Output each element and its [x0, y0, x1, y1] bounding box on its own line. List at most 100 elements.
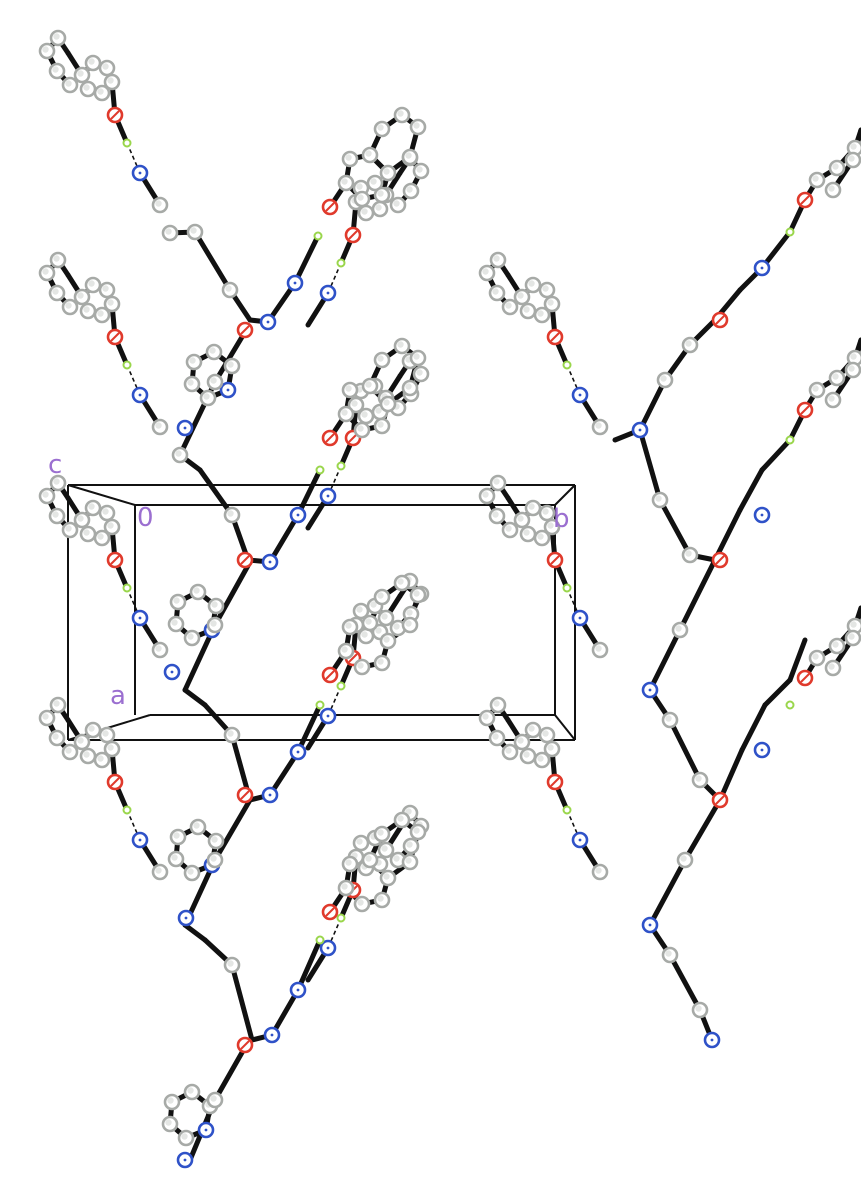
carbon-atom-shade [832, 641, 839, 648]
nitrogen-atom [263, 1026, 281, 1044]
carbon-atom-shade [356, 838, 363, 845]
carbon-atom-shade [685, 340, 692, 347]
nitrogen-atom-mark [266, 320, 270, 324]
carbon-atom [341, 381, 359, 399]
carbon-atom-shade [850, 353, 857, 360]
hydrogen-atom [122, 138, 132, 148]
nitrogen-atom-mark [326, 291, 330, 295]
covalent-bond [657, 497, 693, 558]
carbon-atom [671, 621, 689, 639]
oxygen-atom [236, 786, 254, 804]
carbon-atom [828, 369, 846, 387]
carbon-atom-shade [492, 511, 499, 518]
carbon-atom-shade [537, 755, 544, 762]
carbon-atom-shade [227, 510, 234, 517]
carbon-atom [103, 518, 121, 536]
carbon-atom-shade [97, 310, 104, 317]
carbon-atom [379, 869, 397, 887]
carbon-atom-shade [381, 613, 388, 620]
oxygen-atom-mark [240, 555, 250, 565]
carbon-atom [48, 729, 66, 747]
carbon-atom-shade [88, 725, 95, 732]
nitrogen-atom [319, 284, 337, 302]
carbon-atom-shade [655, 495, 662, 502]
nitrogen-atom [131, 609, 149, 627]
carbon-atom [61, 298, 79, 316]
carbon-atom-shade [377, 895, 384, 902]
carbon-atom [98, 504, 116, 522]
carbon-atom-shade [52, 733, 59, 740]
carbon-atom-shade [107, 522, 114, 529]
hydrogen-bond [126, 587, 141, 619]
carbon-atom [681, 546, 699, 564]
covalent-bond [197, 467, 235, 518]
nitrogen-atom [319, 707, 337, 725]
carbon-atom [524, 276, 542, 294]
carbon-atom [661, 946, 679, 964]
nitrogen-atom [571, 831, 589, 849]
carbon-atom [161, 224, 179, 242]
carbon-atom-shade [211, 836, 218, 843]
carbon-atom-shade [393, 855, 400, 862]
oxygen-atom-mark [550, 332, 560, 342]
carbon-atom-shade [375, 407, 382, 414]
carbon-atom [519, 525, 537, 543]
carbon-atom-shade [155, 645, 162, 652]
hydrogen-atom [785, 435, 795, 445]
covalent-bond [182, 687, 208, 708]
carbon-atom-shade [383, 873, 390, 880]
nitrogen-atom-mark [296, 988, 300, 992]
carbon-atom-shade [365, 150, 372, 157]
carbon-atom-shade [660, 375, 667, 382]
carbon-atom [185, 353, 203, 371]
covalent-bond [212, 559, 253, 628]
nitrogen-atom-mark [183, 1158, 187, 1162]
carbon-atom [207, 832, 225, 850]
oxygen-atom-mark [240, 790, 250, 800]
carbon-atom-shade [405, 152, 412, 159]
hydrogen-atom [336, 258, 346, 268]
carbon-atom-shade [528, 725, 535, 732]
carbon-atom [366, 174, 384, 192]
carbon-atom [393, 337, 411, 355]
carbon-atom [377, 841, 395, 859]
carbon-atom-shade [65, 525, 72, 532]
carbon-atom-shade [97, 88, 104, 95]
carbon-atom-shade [351, 400, 358, 407]
hydrogen-bond [566, 587, 581, 619]
carbon-atom-shade [482, 713, 489, 720]
nitrogen-atom-mark [648, 923, 652, 927]
hydrogen-atom [122, 360, 132, 370]
oxygen-atom-mark [715, 315, 725, 325]
hydrogen-atom-ring [315, 700, 325, 710]
carbon-atom [169, 828, 187, 846]
carbon-atom [93, 306, 111, 324]
carbon-atom [543, 295, 561, 313]
carbon-atom-shade [505, 302, 512, 309]
carbon-atom [401, 853, 419, 871]
carbon-atom-shade [405, 808, 412, 815]
carbon-atom-shade [88, 503, 95, 510]
covalent-bond [787, 637, 808, 683]
carbon-atom [361, 614, 379, 632]
carbon-atom-shade [155, 422, 162, 429]
carbon-atom [353, 658, 371, 676]
carbon-atom-shade [155, 867, 162, 874]
carbon-atom [171, 446, 189, 464]
hydrogen-atom-ring [122, 138, 132, 148]
nitrogen-atom [753, 741, 771, 759]
oxygen-atom [546, 328, 564, 346]
axis-label-c: c [48, 450, 63, 480]
carbon-atom-shade [383, 636, 390, 643]
nitrogen-atom-mark [183, 426, 187, 430]
carbon-atom [591, 641, 609, 659]
nitrogen-atom [641, 681, 659, 699]
carbon-atom [808, 171, 826, 189]
carbon-atom [501, 521, 519, 539]
carbon-atom [651, 491, 669, 509]
carbon-atom-shade [680, 855, 687, 862]
carbon-atom-shade [341, 883, 348, 890]
carbon-atom-shade [542, 508, 549, 515]
carbon-atom-shade [173, 597, 180, 604]
hydrogen-atom-ring [785, 435, 795, 445]
